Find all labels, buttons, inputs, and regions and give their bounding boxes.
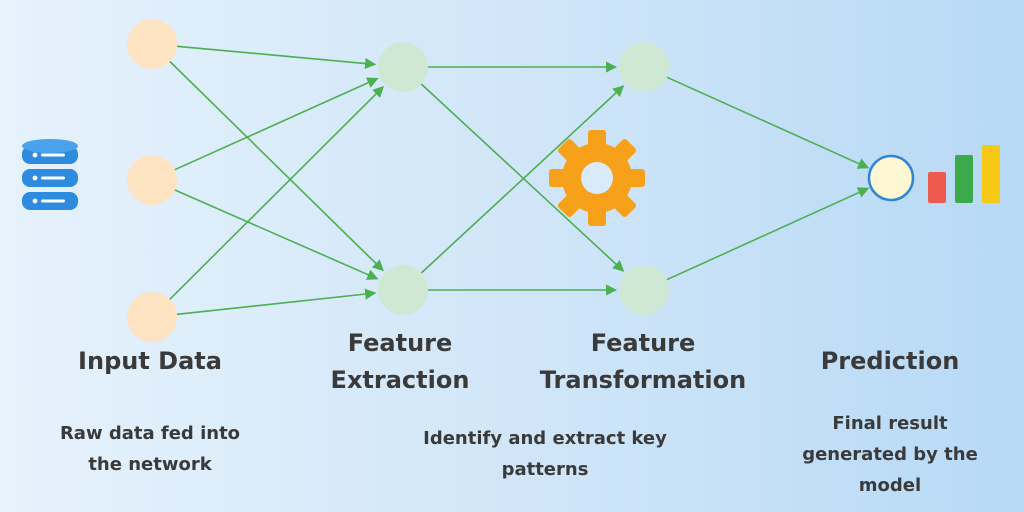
input-node-2 — [127, 155, 177, 205]
connection-arrow-2-0-0 — [666, 76, 870, 169]
extraction-node-1 — [378, 42, 428, 92]
connection-arrow-0-2-1 — [176, 288, 377, 316]
feature-transformation-title: Feature Transformation — [539, 329, 747, 394]
feature-stages-description: Identify and extract key patterns — [423, 428, 667, 480]
input-data-title: Input Data — [78, 347, 222, 375]
input-node-3 — [127, 292, 177, 342]
prediction-description: Final result generated by the model — [802, 413, 978, 496]
gear-icon — [549, 130, 645, 226]
database-icon — [22, 139, 78, 210]
connections — [169, 45, 870, 316]
nodes — [127, 19, 915, 342]
connection-arrow-0-0-0 — [176, 45, 377, 70]
input-data-description: Raw data fed into the network — [59, 423, 241, 475]
connection-arrow-1-0-1 — [420, 83, 625, 272]
transformation-node-1 — [619, 42, 669, 92]
feature-extraction-title: Feature Extraction — [330, 329, 470, 394]
output-node-1 — [867, 154, 915, 202]
connection-arrow-2-1-0 — [666, 187, 870, 281]
connection-arrow-1-1-0 — [420, 85, 625, 274]
transformation-node-2 — [619, 265, 669, 315]
input-node-1 — [127, 19, 177, 69]
extraction-node-2 — [378, 265, 428, 315]
prediction-title: Prediction — [820, 347, 960, 375]
bar-chart-icon — [928, 145, 1000, 203]
connection-arrow-0-1-0 — [174, 77, 379, 171]
connection-arrow-0-0-1 — [169, 60, 384, 272]
connection-arrow-0-1-1 — [174, 189, 379, 280]
connection-arrow-0-2-0 — [169, 86, 384, 300]
